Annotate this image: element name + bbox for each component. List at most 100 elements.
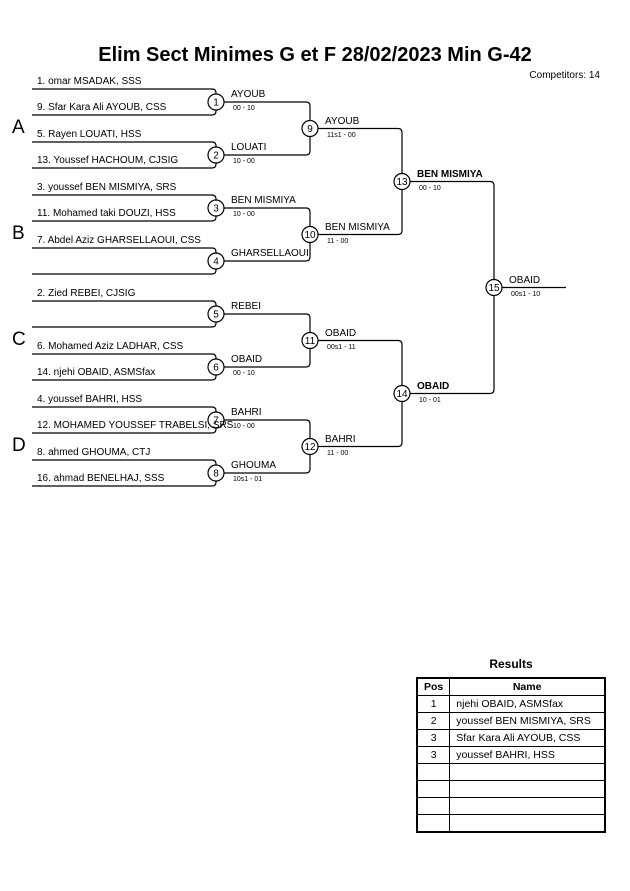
match-score: 10 - 00 bbox=[233, 211, 255, 218]
competitor-entry: 11. Mohamed taki DOUZI, HSS bbox=[37, 208, 176, 219]
match-number: 15 bbox=[488, 283, 500, 294]
match-number: 1 bbox=[213, 98, 219, 109]
match-number-circle bbox=[301, 225, 319, 244]
match-winner: BEN MISMIYA bbox=[325, 221, 390, 233]
results-name: youssef BAHRI, HSS bbox=[449, 746, 606, 764]
match-score: 00 - 10 bbox=[419, 184, 441, 192]
match-winner: OBAID bbox=[325, 327, 357, 339]
match-number: 2 bbox=[213, 151, 219, 162]
results-row bbox=[416, 797, 606, 815]
round1-bracket bbox=[32, 300, 217, 328]
match-score: 00 - 10 bbox=[233, 370, 255, 377]
match-number-circle bbox=[207, 464, 225, 482]
results-header-name: Name bbox=[449, 677, 606, 696]
results-pos bbox=[416, 763, 451, 781]
match-score: 10s1 - 01 bbox=[233, 476, 263, 483]
competitor-entry: 5. Rayen LOUATI, HSS bbox=[37, 129, 142, 140]
match-number: 11 bbox=[305, 336, 316, 347]
match-winner: BEN MISMIYA bbox=[417, 168, 483, 180]
match-number: 4 bbox=[213, 257, 219, 268]
match-number-circle bbox=[485, 278, 503, 297]
competitor-entry: 8. ahmed GHOUMA, CTJ bbox=[37, 447, 151, 458]
match-number-circle bbox=[301, 437, 319, 456]
results-name: Sfar Kara Ali AYOUB, CSS bbox=[449, 729, 606, 747]
results-name bbox=[449, 814, 606, 833]
results-name bbox=[449, 763, 606, 781]
match-number-circle bbox=[207, 358, 225, 376]
round3-bracket bbox=[310, 339, 403, 448]
match-number: 3 bbox=[213, 204, 219, 215]
match-number-circle bbox=[207, 305, 225, 323]
match-winner: BAHRI bbox=[325, 433, 356, 445]
match-score: 00s1 - 11 bbox=[327, 343, 356, 351]
competitor-entry: 7. Abdel Aziz GHARSELLAOUI, CSS bbox=[37, 235, 201, 246]
results-pos bbox=[416, 780, 451, 798]
match-number: 13 bbox=[396, 177, 408, 188]
pool-label-a: A bbox=[12, 117, 25, 138]
match-number-circle bbox=[393, 172, 411, 191]
competitor-entry: 6. Mohamed Aziz LADHAR, CSS bbox=[37, 341, 184, 352]
match-score: 10 - 00 bbox=[233, 158, 255, 165]
match-winner: OBAID bbox=[417, 380, 450, 392]
match-winner: LOUATI bbox=[231, 142, 267, 153]
results-title: Results bbox=[489, 657, 533, 671]
match-number: 14 bbox=[396, 389, 408, 400]
results-header-pos: Pos bbox=[416, 677, 451, 696]
match-number-circle bbox=[301, 331, 319, 350]
competitor-entry: 12. MOHAMED YOUSSEF TRABELSI, SRS bbox=[37, 420, 234, 431]
results-pos: 1 bbox=[416, 695, 451, 713]
match-winner: AYOUB bbox=[325, 115, 360, 127]
match-winner: BEN MISMIYA bbox=[231, 195, 296, 206]
final-bracket bbox=[402, 180, 495, 395]
match-winner: GHOUMA bbox=[231, 460, 276, 471]
results-row bbox=[416, 780, 606, 798]
competitor-entry: 3. youssef BEN MISMIYA, SRS bbox=[37, 182, 177, 193]
results-pos bbox=[416, 797, 451, 815]
match-winner: GHARSELLAOUI bbox=[231, 248, 309, 259]
match-score: 00 - 10 bbox=[233, 105, 255, 112]
match-number-circle bbox=[207, 146, 225, 164]
competitor-entry: 1. omar MSADAK, SSS bbox=[37, 76, 142, 87]
match-number: 9 bbox=[307, 124, 313, 135]
match-number: 8 bbox=[213, 469, 219, 480]
results-row bbox=[416, 814, 606, 833]
competitor-entry: 2. Zied REBEI, CJSIG bbox=[37, 288, 136, 299]
round1-bracket bbox=[32, 247, 217, 275]
match-score: 10 - 01 bbox=[419, 396, 441, 404]
page-title: Elim Sect Minimes G et F 28/02/2023 Min … bbox=[98, 44, 532, 66]
match-number-circle bbox=[207, 199, 225, 217]
pool-label-c: C bbox=[12, 329, 26, 350]
results-pos bbox=[416, 814, 451, 833]
match-score: 11s1 - 00 bbox=[327, 131, 356, 139]
results-name bbox=[449, 780, 606, 798]
pool-label-b: B bbox=[12, 223, 25, 244]
competitor-entry: 16. ahmad BENELHAJ, SSS bbox=[37, 473, 165, 484]
match-number: 10 bbox=[304, 230, 316, 241]
match-number-circle bbox=[207, 252, 225, 270]
match-number: 12 bbox=[304, 442, 316, 453]
match-number-circle bbox=[207, 411, 225, 429]
match-number: 6 bbox=[213, 363, 219, 374]
match-score: 00s1 - 10 bbox=[511, 290, 541, 298]
competitor-entry: 14. njehi OBAID, ASMSfax bbox=[37, 367, 156, 378]
pool-label-d: D bbox=[12, 435, 26, 456]
results-header-row: Pos Name bbox=[416, 677, 606, 696]
match-winner: OBAID bbox=[509, 274, 541, 286]
competitor-entry: 13. Youssef HACHOUM, CJSIG bbox=[37, 155, 179, 166]
match-winner: REBEI bbox=[231, 301, 262, 312]
results-name: njehi OBAID, ASMSfax bbox=[449, 695, 606, 713]
round3-bracket bbox=[310, 127, 403, 236]
match-number-circle bbox=[393, 384, 411, 403]
match-score: 11 - 00 bbox=[327, 237, 349, 245]
results-pos: 3 bbox=[416, 729, 451, 747]
match-winner: BAHRI bbox=[231, 407, 262, 418]
match-score: 10 - 00 bbox=[233, 423, 255, 430]
match-winner: AYOUB bbox=[231, 89, 266, 100]
results-name bbox=[449, 797, 606, 815]
